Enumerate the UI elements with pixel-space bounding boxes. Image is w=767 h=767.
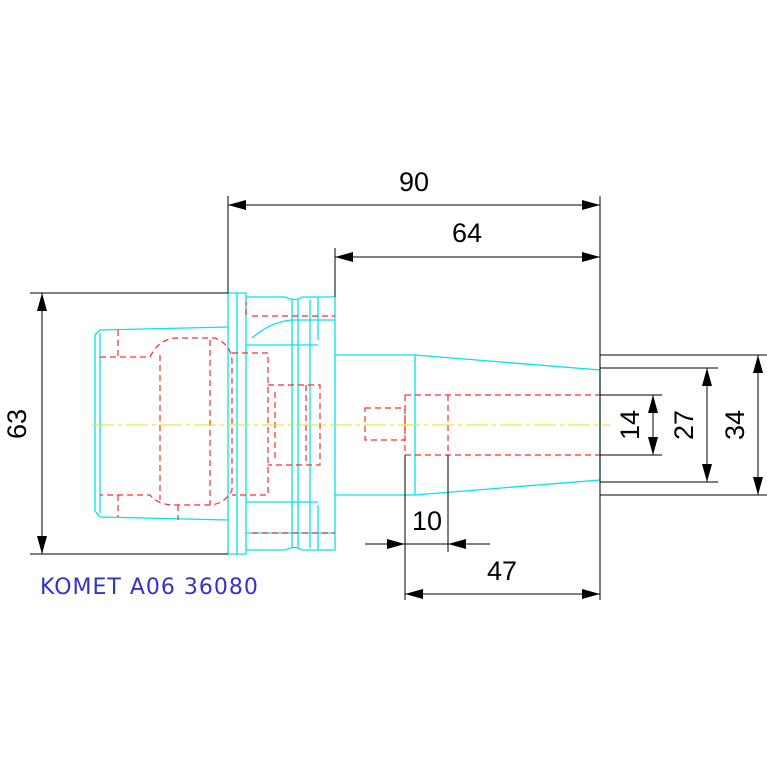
arrow-34-bottom bbox=[753, 477, 763, 495]
collar-hidden bbox=[245, 302, 335, 534]
dim-text-90: 90 bbox=[399, 167, 429, 197]
arrow-34-top bbox=[753, 355, 763, 373]
arrow-64-left bbox=[335, 252, 353, 262]
dim-text-10: 10 bbox=[412, 506, 442, 536]
arrow-90-left bbox=[228, 200, 246, 210]
part-outline bbox=[94, 292, 601, 555]
arrow-64-right bbox=[582, 252, 600, 262]
arrow-10-left bbox=[387, 539, 405, 549]
arrow-63-bottom bbox=[37, 536, 47, 554]
collar-outline bbox=[318, 296, 336, 551]
hidden-lines bbox=[100, 302, 600, 534]
dim-text-63: 63 bbox=[2, 409, 32, 439]
arrow-14-bottom bbox=[648, 437, 658, 455]
dim-text-14: 14 bbox=[615, 410, 645, 440]
arrow-14-top bbox=[648, 395, 658, 413]
arrow-27-bottom bbox=[702, 464, 712, 482]
dim-text-27: 27 bbox=[669, 410, 699, 440]
dim-text-34: 34 bbox=[720, 410, 750, 440]
dim-text-64: 64 bbox=[452, 218, 482, 248]
arrow-63-top bbox=[37, 293, 47, 311]
bore-tip bbox=[364, 407, 406, 441]
hub-pocket-inner bbox=[117, 330, 211, 520]
dimension-lines bbox=[30, 196, 767, 600]
arrow-27-top bbox=[702, 368, 712, 386]
flange-groove-top bbox=[246, 296, 335, 340]
flange-groove-bottom bbox=[246, 505, 319, 551]
flange-outline bbox=[227, 292, 247, 555]
arrow-90-right bbox=[582, 200, 600, 210]
arrow-10-right bbox=[448, 539, 466, 549]
flange-bore bbox=[232, 352, 321, 496]
dim-text-47: 47 bbox=[487, 556, 517, 586]
arrow-47-right bbox=[582, 589, 600, 599]
arrowheads bbox=[37, 200, 763, 599]
part-caption: KOMET A06 36080 bbox=[40, 575, 259, 600]
arrow-47-left bbox=[405, 589, 423, 599]
hub-outline bbox=[94, 326, 229, 521]
hub-pocket bbox=[100, 337, 233, 506]
